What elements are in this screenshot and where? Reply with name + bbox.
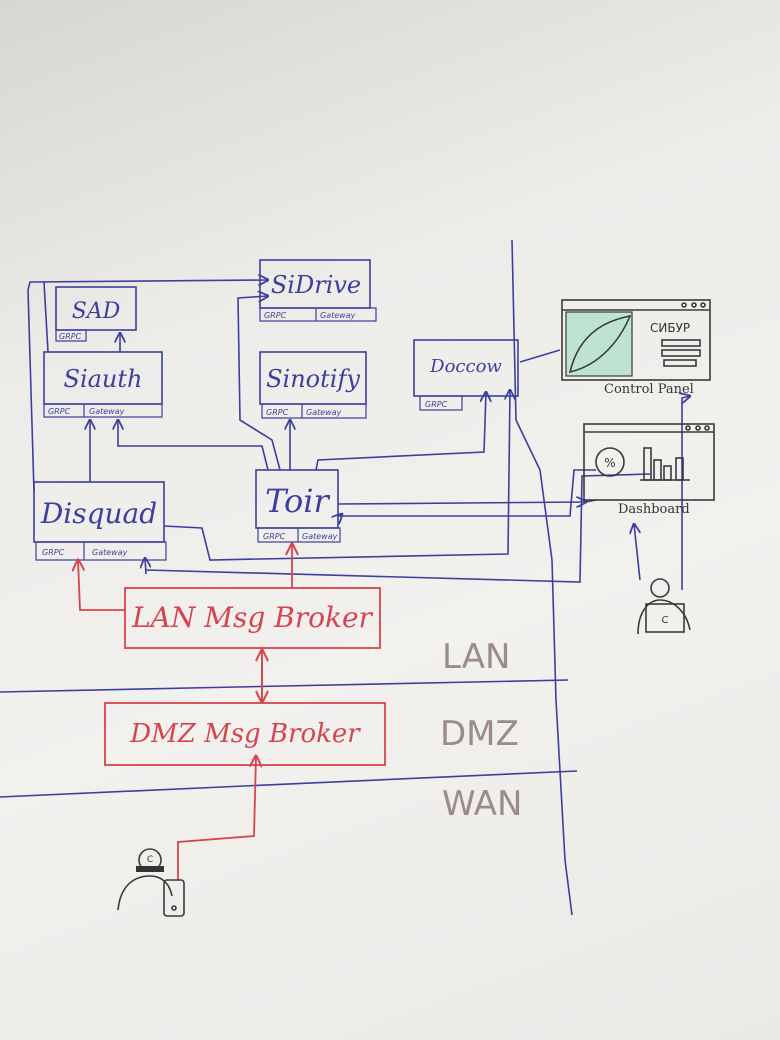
bar-chart-icon bbox=[640, 447, 690, 481]
dashboard-label: Dashboard bbox=[618, 502, 690, 517]
service-doccow-name: Doccow bbox=[429, 356, 502, 377]
service-sad-port-grpc: GRPC bbox=[59, 332, 82, 341]
service-disquad-port-gateway: Gateway bbox=[92, 548, 128, 557]
gauge-icon bbox=[595, 447, 625, 477]
external-user-badge: C bbox=[147, 855, 153, 865]
service-sinotify-name: Sinotify bbox=[266, 365, 360, 393]
service-siauth-port-gateway: Gateway bbox=[89, 407, 125, 416]
service-sidrive-port-grpc: GRPC bbox=[264, 311, 287, 320]
lan-dmz-boundary bbox=[0, 679, 569, 693]
external-user-icon: C bbox=[117, 848, 185, 917]
service-toir-port-grpc: GRPC bbox=[263, 532, 286, 541]
dashboard-gauge-label: % bbox=[604, 456, 615, 470]
service-toir-port-gateway: Gateway bbox=[302, 532, 338, 541]
service-sinotify-port-grpc: GRPC bbox=[266, 408, 289, 417]
service-disquad-port-grpc: GRPC bbox=[42, 548, 65, 557]
zone-label-wan: WAN bbox=[442, 784, 522, 824]
lan-msg-broker-label: LAN Msg Broker bbox=[131, 601, 373, 634]
service-sidrive: SiDrive GRPC Gateway bbox=[259, 259, 377, 322]
control-panel-brand: СИБУР bbox=[650, 321, 690, 335]
zone-label-lan: LAN bbox=[442, 637, 510, 677]
control-panel-window: СИБУР Control Panel bbox=[561, 299, 711, 397]
service-disquad-name: Disquad bbox=[40, 497, 157, 530]
dmz-msg-broker: DMZ Msg Broker bbox=[104, 702, 386, 766]
service-sad-name: SAD bbox=[72, 299, 121, 324]
zone-label-dmz: DMZ bbox=[440, 714, 519, 754]
service-siauth-name: Siauth bbox=[64, 365, 143, 393]
service-doccow-port-grpc: GRPC bbox=[425, 400, 448, 409]
service-sidrive-port-gateway: Gateway bbox=[320, 311, 356, 320]
dmz-wan-boundary bbox=[0, 770, 578, 798]
service-siauth-port-grpc: GRPC bbox=[48, 407, 71, 416]
dmz-msg-broker-label: DMZ Msg Broker bbox=[129, 719, 361, 749]
internal-user-icon: C bbox=[637, 578, 691, 635]
map-icon bbox=[565, 311, 633, 377]
service-disquad: Disquad GRPC Gateway bbox=[33, 481, 167, 561]
network-vertical-boundary bbox=[511, 239, 573, 916]
service-sinotify-port-gateway: Gateway bbox=[306, 408, 342, 417]
service-sinotify: Sinotify GRPC Gateway bbox=[259, 351, 367, 419]
internal-user-badge: C bbox=[662, 615, 669, 626]
dashboard-window: % Dashboard bbox=[583, 423, 715, 517]
lan-msg-broker: LAN Msg Broker bbox=[124, 587, 381, 649]
phone-icon bbox=[163, 879, 185, 917]
service-sad: SAD GRPC bbox=[55, 286, 137, 342]
service-toir-name: Toir bbox=[265, 482, 330, 520]
service-toir: Toir GRPC Gateway bbox=[255, 469, 341, 543]
control-panel-label: Control Panel bbox=[604, 382, 694, 397]
broker-connectors bbox=[78, 544, 292, 880]
service-siauth: Siauth GRPC Gateway bbox=[43, 351, 163, 418]
service-doccow: Doccow GRPC bbox=[413, 339, 519, 411]
service-connectors bbox=[27, 280, 690, 590]
service-sidrive-name: SiDrive bbox=[271, 271, 361, 299]
